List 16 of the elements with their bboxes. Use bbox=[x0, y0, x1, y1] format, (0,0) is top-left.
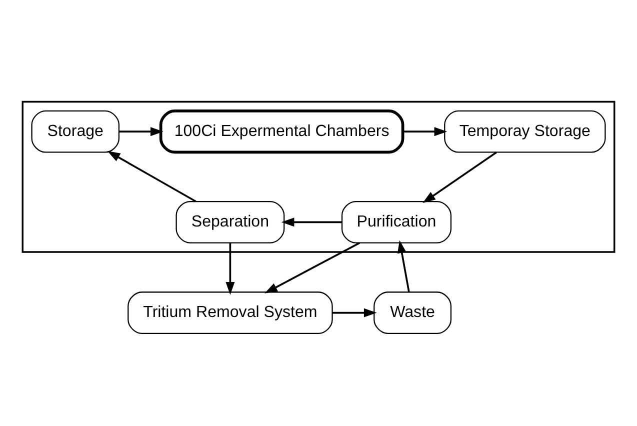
arrow bbox=[264, 242, 360, 294]
arrow bbox=[107, 150, 196, 202]
arrow bbox=[332, 308, 377, 318]
node-box: Purification bbox=[341, 200, 452, 244]
arrow bbox=[119, 127, 164, 136]
node-box: Tritium Removal System bbox=[128, 292, 333, 334]
arrow bbox=[226, 242, 235, 295]
arrow bbox=[397, 240, 410, 292]
node-box: Separation bbox=[176, 200, 285, 244]
arrow bbox=[422, 152, 497, 204]
arrow bbox=[402, 127, 448, 136]
node-box: Waste bbox=[374, 292, 452, 334]
node-box: Storage bbox=[31, 110, 120, 153]
arrow bbox=[281, 218, 342, 227]
node-box: Temporay Storage bbox=[444, 110, 606, 153]
node-box: 100Ci Expermental Chambers bbox=[159, 110, 404, 154]
